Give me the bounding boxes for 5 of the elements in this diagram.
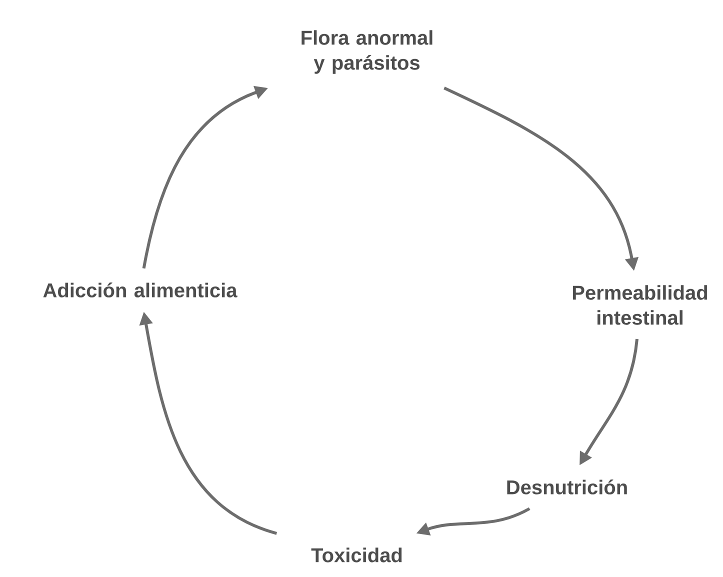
- node-label: Toxicidad: [311, 548, 402, 562]
- node-label: Desnutrición: [507, 480, 627, 494]
- node-label: Flora anormal y parásitos: [302, 30, 432, 74]
- node-label: Permeabilidad intestinal: [572, 285, 708, 325]
- node-label: Adicción alimenticia: [43, 282, 238, 298]
